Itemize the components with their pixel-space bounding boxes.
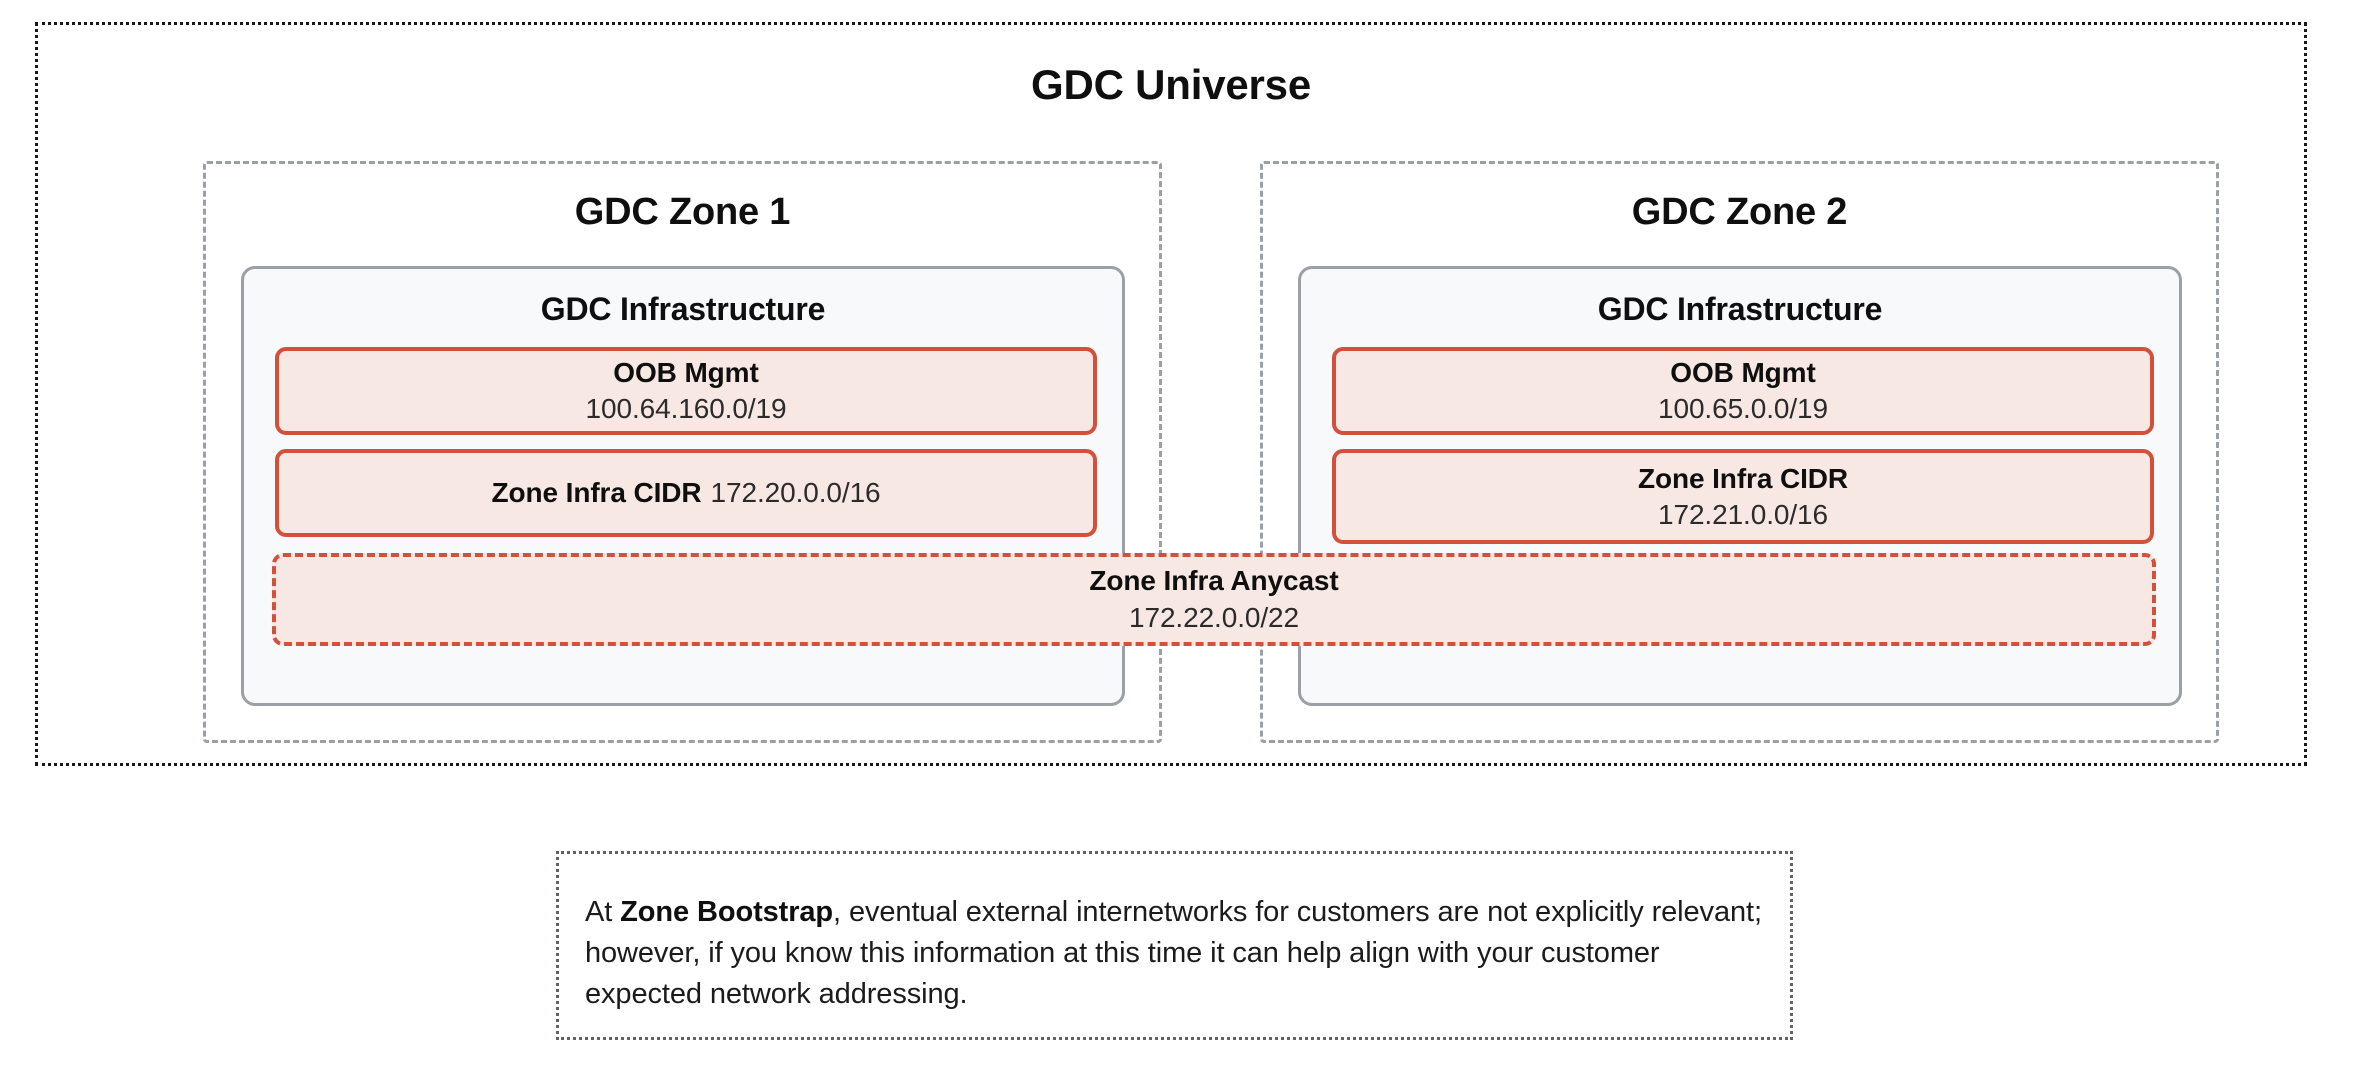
gdc-universe-title: GDC Universe: [1030, 61, 1312, 108]
gdc-zone-2-container: GDC Zone 2: [1260, 161, 2219, 743]
zone-infra-cidr-label-zone-1: Zone Infra CIDR: [491, 477, 702, 509]
gdc-zone-1-container: GDC Zone 1: [203, 161, 1162, 743]
footnote-text: At Zone Bootstrap, eventual external int…: [585, 892, 1764, 1016]
oob-mgmt-value-zone-1: 100.64.160.0/19: [585, 393, 787, 424]
zone-infra-cidr-value-zone-1: 172.20.0.0/16: [710, 477, 881, 509]
gdc-zone-2-title: GDC Zone 2: [1631, 191, 1848, 233]
oob-mgmt-label-zone-1: OOB Mgmt: [613, 357, 759, 389]
gdc-infrastructure-title-zone-2: GDC Infrastructure: [1597, 291, 1883, 327]
footnote-rest: , eventual external internetworks for cu…: [585, 896, 1762, 1011]
oob-mgmt-label-zone-2: OOB Mgmt: [1670, 357, 1816, 389]
zone-infra-cidr-block-zone-2: Zone Infra CIDR 172.21.0.0/16: [1332, 449, 2154, 544]
gdc-infrastructure-title-zone-1: GDC Infrastructure: [540, 291, 826, 327]
zone-infra-cidr-label-zone-2: Zone Infra CIDR: [1637, 462, 1849, 494]
footnote-emphasis: Zone Bootstrap: [620, 896, 834, 928]
zone-infra-cidr-block-zone-1: Zone Infra CIDR 172.20.0.0/16: [275, 449, 1097, 537]
oob-mgmt-value-zone-2: 100.65.0.0/19: [1658, 393, 1828, 424]
zone-infra-cidr-value-zone-2: 172.21.0.0/16: [1658, 498, 1828, 530]
oob-mgmt-block-zone-1: OOB Mgmt 100.64.160.0/19: [275, 347, 1097, 435]
gdc-universe-container: GDC Universe GDC Zone 1 GDC Zone 2 GDC I…: [35, 22, 2307, 766]
footnote-callout: At Zone Bootstrap, eventual external int…: [556, 851, 1793, 1040]
zone-infra-anycast-block: Zone Infra Anycast 172.22.0.0/22: [272, 553, 2156, 646]
zone-infra-anycast-value: 172.22.0.0/22: [1129, 601, 1299, 633]
footnote-lead: At: [585, 896, 621, 928]
oob-mgmt-block-zone-2: OOB Mgmt 100.65.0.0/19: [1332, 347, 2154, 435]
gdc-zone-1-title: GDC Zone 1: [574, 191, 791, 233]
gdc-infrastructure-zone-1: GDC Infrastructure OOB Mgmt 100.64.160.0…: [241, 266, 1125, 706]
zone-infra-anycast-label: Zone Infra Anycast: [1089, 565, 1339, 597]
